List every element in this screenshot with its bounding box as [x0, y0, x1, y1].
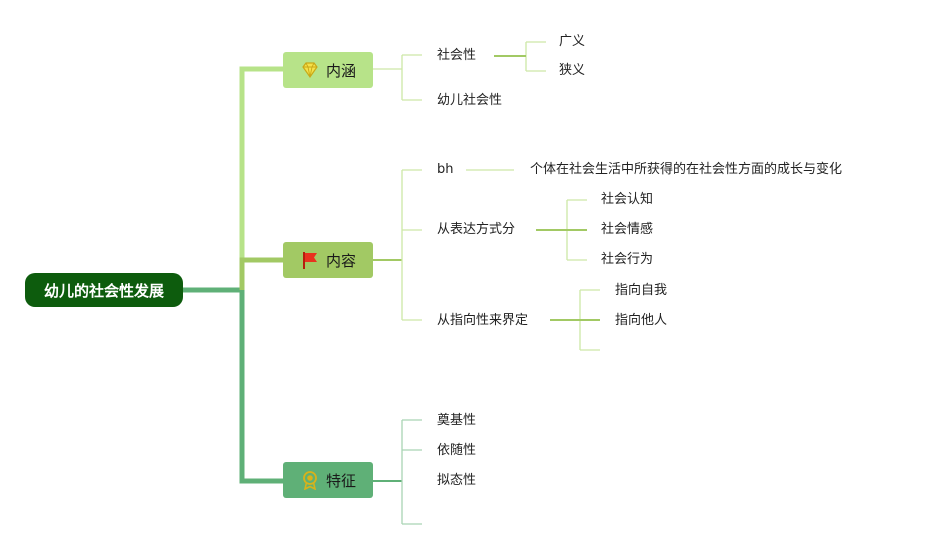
- topic-nitaixing[interactable]: 拟态性: [437, 473, 477, 488]
- root-label: 幼儿的社会性发展: [43, 281, 164, 300]
- topic-zhixiang-taren[interactable]: 指向他人: [615, 313, 668, 328]
- branch-label: 内容: [325, 251, 356, 270]
- topic-bh[interactable]: bh: [437, 162, 454, 177]
- branch-node-tezheng[interactable]: 特征: [283, 462, 373, 498]
- topic-xiayi[interactable]: 狭义: [559, 63, 586, 78]
- topic-dianjixing[interactable]: 奠基性: [437, 413, 477, 428]
- topic-biaoda-fangshi[interactable]: 从表达方式分: [437, 222, 516, 237]
- branch-label: 特征: [325, 471, 356, 490]
- topic-shehui-qinggan[interactable]: 社会情感: [601, 222, 654, 237]
- root-node[interactable]: 幼儿的社会性发展: [25, 273, 183, 307]
- topic-shehui-xingwei[interactable]: 社会行为: [601, 252, 654, 267]
- branch-node-neirong[interactable]: 内容: [283, 242, 373, 278]
- diamond-icon: [300, 60, 320, 80]
- medal-icon: [300, 470, 320, 491]
- topic-guangyi[interactable]: 广义: [559, 34, 586, 49]
- topic-yisuixing[interactable]: 依随性: [437, 443, 477, 458]
- red-flag-icon: [300, 250, 320, 270]
- topic-zhixiangxing[interactable]: 从指向性来界定: [437, 313, 529, 328]
- topic-zhixiang-ziwo[interactable]: 指向自我: [615, 283, 668, 298]
- topic-definition[interactable]: 个体在社会生活中所获得的在社会性方面的成长与变化: [530, 162, 843, 177]
- topic-shehuixing[interactable]: 社会性: [437, 48, 477, 63]
- topic-shehui-renzhi[interactable]: 社会认知: [601, 192, 654, 207]
- branch-label: 内涵: [325, 61, 356, 80]
- topic-youer-shehuixing[interactable]: 幼儿社会性: [437, 93, 503, 108]
- branch-node-neihan[interactable]: 内涵: [283, 52, 373, 88]
